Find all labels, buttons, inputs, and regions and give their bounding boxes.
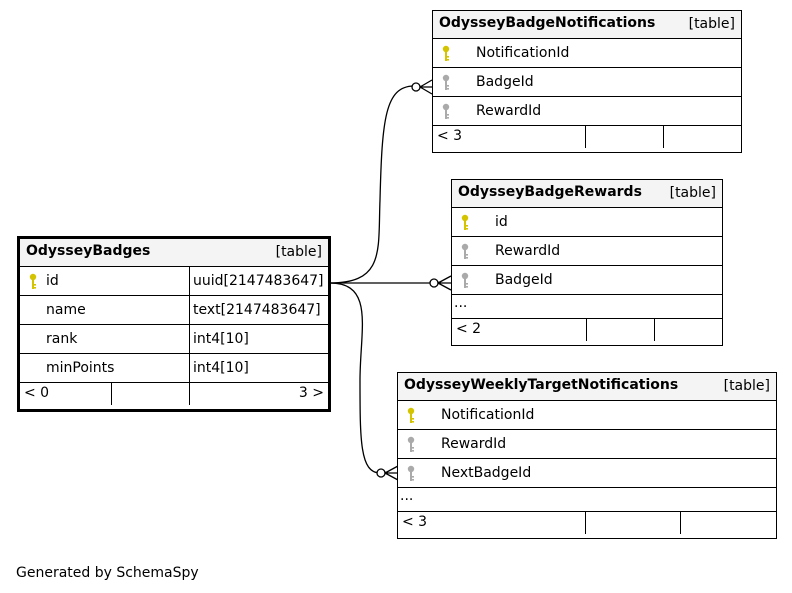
column-name: RewardId — [441, 436, 507, 452]
table-header: OdysseyWeeklyTargetNotifications [table] — [398, 373, 776, 401]
crowfoot-rewards — [437, 275, 452, 291]
column-row-nextbadgeid: NextBadgeId — [398, 459, 776, 488]
column-row-badgeid: BadgeId — [452, 266, 722, 295]
column-row-minpoints: minPoints int4[10] — [20, 354, 328, 383]
foreign-key-icon — [441, 103, 451, 121]
column-type: text[2147483647] — [189, 296, 328, 324]
parents-count: < 3 — [402, 514, 428, 530]
column-name: RewardId — [476, 103, 542, 119]
foreign-key-icon — [441, 74, 451, 92]
column-row-rank: rank int4[10] — [20, 325, 328, 354]
table-header: OdysseyBadgeRewards [table] — [452, 180, 722, 208]
table-odyssey-badge-notifications[interactable]: OdysseyBadgeNotifications [table] Notifi… — [432, 10, 742, 153]
ellipsis-text: ... — [454, 295, 468, 311]
column-row-notificationid: NotificationId — [398, 401, 776, 430]
column-name: NotificationId — [476, 45, 570, 61]
more-columns: ... — [398, 488, 776, 512]
primary-key-icon — [406, 407, 416, 425]
table-kind: [table] — [688, 16, 735, 32]
column-row-name: name text[2147483647] — [20, 296, 328, 325]
table-footer: < 0 3 > — [20, 383, 328, 405]
primary-key-icon — [460, 214, 470, 232]
table-name: OdysseyBadgeNotifications — [439, 15, 656, 31]
edge-badges-to-notifications — [329, 85, 415, 284]
table-odyssey-badges[interactable]: OdysseyBadges [table] id uuid[2147483647… — [17, 236, 331, 412]
column-name: id — [495, 214, 508, 230]
crowfoot-notifications — [419, 79, 433, 95]
table-name: OdysseyBadgeRewards — [458, 184, 642, 200]
column-name: id — [46, 273, 59, 289]
parents-count: < 0 — [24, 385, 50, 401]
column-row-rewardid: RewardId — [433, 97, 741, 126]
column-name: BadgeId — [476, 74, 534, 90]
table-kind: [table] — [669, 185, 716, 201]
column-name: rank — [46, 331, 78, 347]
more-columns: ... — [452, 295, 722, 319]
primary-key-icon — [28, 273, 38, 291]
column-name: NextBadgeId — [441, 465, 532, 481]
column-row-badgeid: BadgeId — [433, 68, 741, 97]
children-count: 3 > — [298, 385, 324, 401]
table-name: OdysseyWeeklyTargetNotifications — [404, 377, 679, 393]
crowfoot-notifications-circle — [411, 82, 421, 92]
column-type: uuid[2147483647] — [189, 267, 328, 295]
table-odyssey-weekly-target-notifications[interactable]: OdysseyWeeklyTargetNotifications [table]… — [397, 372, 777, 539]
crowfoot-weekly — [384, 465, 399, 481]
column-name: name — [46, 302, 86, 318]
primary-key-icon — [441, 45, 451, 63]
foreign-key-icon — [406, 436, 416, 454]
table-kind: [table] — [723, 378, 770, 394]
column-row-id: id uuid[2147483647] — [20, 267, 328, 296]
column-name: NotificationId — [441, 407, 535, 423]
foreign-key-icon — [406, 465, 416, 483]
table-footer: < 2 — [452, 319, 722, 341]
column-type: int4[10] — [189, 354, 328, 382]
column-row-rewardid: RewardId — [398, 430, 776, 459]
parents-count: < 2 — [456, 321, 482, 337]
table-footer: < 3 — [433, 126, 741, 148]
foreign-key-icon — [460, 243, 470, 261]
column-type: int4[10] — [189, 325, 328, 353]
generated-by-caption: Generated by SchemaSpy — [16, 565, 199, 581]
column-name: BadgeId — [495, 272, 553, 288]
column-row-rewardid: RewardId — [452, 237, 722, 266]
column-name: minPoints — [46, 360, 115, 376]
edge-badges-to-weekly — [329, 282, 381, 474]
table-name: OdysseyBadges — [26, 243, 151, 259]
parents-count: < 3 — [437, 128, 463, 144]
column-row-notificationid: NotificationId — [433, 39, 741, 68]
table-odyssey-badge-rewards[interactable]: OdysseyBadgeRewards [table] id RewardId … — [451, 179, 723, 346]
foreign-key-icon — [460, 272, 470, 290]
table-footer: < 3 — [398, 512, 776, 534]
crowfoot-rewards-circle — [429, 278, 439, 288]
table-kind: [table] — [275, 244, 322, 260]
table-header: OdysseyBadges [table] — [20, 239, 328, 267]
column-name: RewardId — [495, 243, 561, 259]
crowfoot-weekly-circle — [376, 468, 386, 478]
column-row-id: id — [452, 208, 722, 237]
ellipsis-text: ... — [400, 488, 414, 504]
table-header: OdysseyBadgeNotifications [table] — [433, 11, 741, 39]
